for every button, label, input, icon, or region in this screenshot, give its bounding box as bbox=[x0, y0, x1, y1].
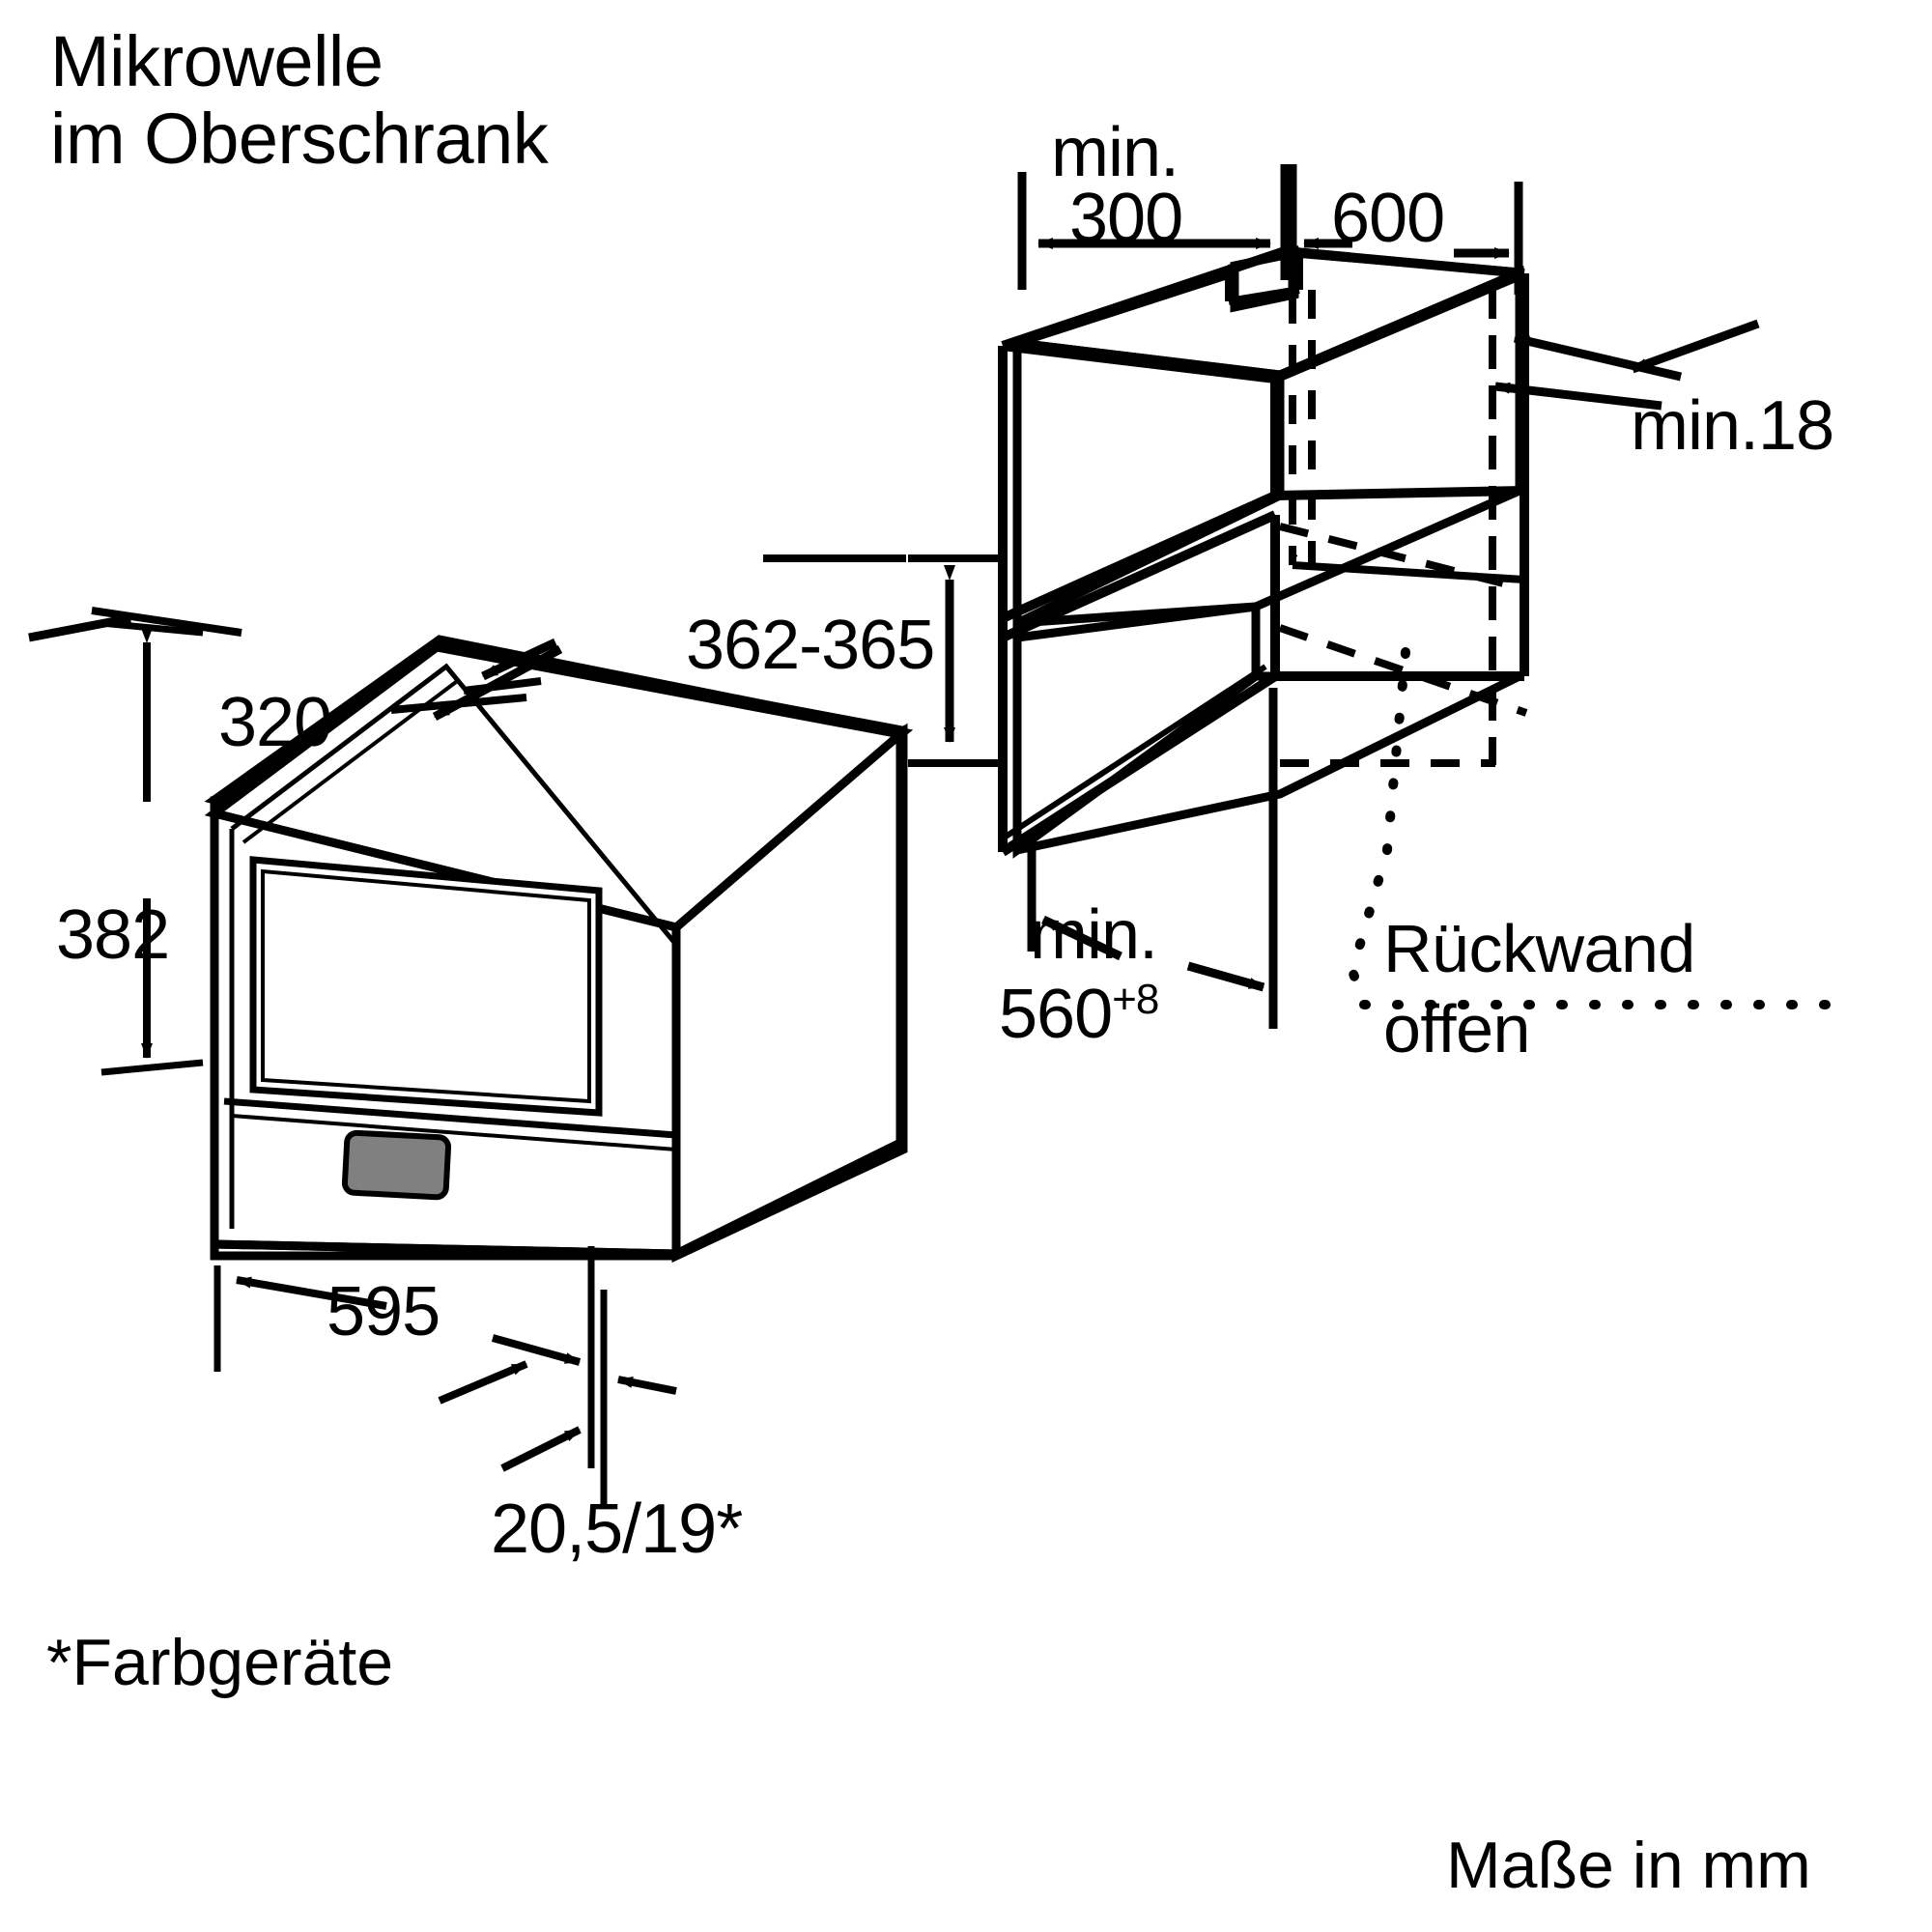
label-min18: min.18 bbox=[1631, 387, 1834, 465]
dimension-600 bbox=[1288, 164, 1523, 295]
label-rueckwand-line2: offen bbox=[1383, 991, 1530, 1066]
dimension-382 bbox=[100, 619, 204, 1076]
dimension-205-19 bbox=[438, 1360, 677, 1472]
label-300: 300 bbox=[1069, 180, 1183, 257]
dimension-320-arrow-right bbox=[463, 638, 557, 695]
label-min560-prefix: min. bbox=[1030, 896, 1158, 974]
dimension-min300 bbox=[1017, 164, 1290, 290]
page-title-line1: Mikrowelle bbox=[50, 21, 384, 101]
dimension-362-365 bbox=[763, 554, 1005, 767]
dimension-min18-leaders bbox=[1494, 319, 1760, 411]
label-205-19: 20,5/19* bbox=[491, 1491, 743, 1568]
label-min-top: min. bbox=[1051, 114, 1179, 191]
page-title-line2: im Oberschrank bbox=[50, 99, 549, 179]
microwave-final bbox=[204, 642, 911, 1262]
label-560-tol: 560+8 bbox=[999, 976, 1159, 1053]
label-320: 320 bbox=[218, 684, 332, 761]
footnote-farbgeraete: *Farbgeräte bbox=[46, 1626, 394, 1699]
cabinet-hidden-lines bbox=[1278, 290, 1528, 767]
label-rueckwand-line1: Rückwand bbox=[1383, 911, 1695, 986]
dimension-595 bbox=[213, 1246, 608, 1507]
dimension-min560 bbox=[1027, 688, 1278, 1029]
label-560-value: 560 bbox=[999, 976, 1113, 1053]
label-560-superscript: +8 bbox=[1112, 976, 1159, 1023]
label-382: 382 bbox=[56, 896, 170, 974]
label-units: Maße in mm bbox=[1446, 1829, 1811, 1902]
label-362-365: 362-365 bbox=[686, 607, 935, 684]
label-595: 595 bbox=[327, 1273, 440, 1350]
rueckwand-dotted-leader bbox=[1347, 647, 1840, 1009]
label-600: 600 bbox=[1331, 180, 1445, 257]
